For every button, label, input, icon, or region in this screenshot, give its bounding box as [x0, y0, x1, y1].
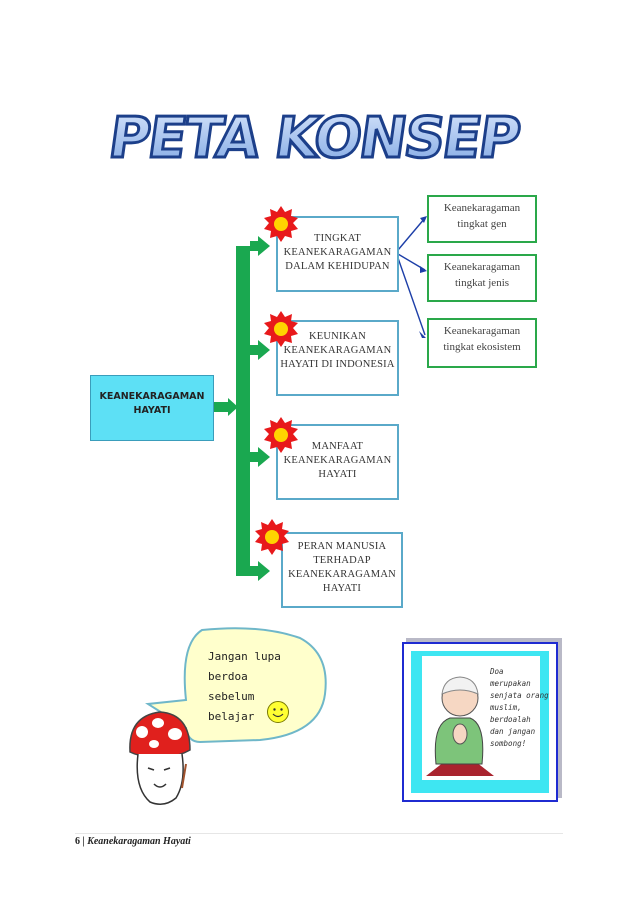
smiley-icon: [267, 701, 289, 723]
mushroom-character-illustration: [129, 711, 191, 805]
level-box-ekosistem: Keanekaragaman tingkat ekosistem: [427, 318, 537, 368]
sun-flower-icon: [264, 417, 298, 453]
footer-separator: |: [82, 836, 85, 847]
page-title-text: PETA KONSEP: [105, 106, 523, 171]
bubble-line: berdoa: [208, 670, 248, 683]
topic-box-peran: PERAN MANUSIA TERHADAP KEANEKARAGAMAN HA…: [281, 532, 403, 608]
bubble-line: Jangan lupa: [208, 650, 281, 663]
root-concept-label: KEANEKARAGAMAN HAYATI: [99, 391, 205, 416]
poster-line: dan jangan: [490, 727, 536, 736]
sun-flower-icon: [264, 206, 298, 242]
level-label: Keanekaragaman tingkat gen: [443, 202, 521, 230]
sun-flower-icon: [255, 519, 289, 555]
level-label: Keanekaragaman tingkat ekosistem: [443, 325, 521, 353]
topic-box-tingkat: TINGKAT KEANEKARAGAMAN DALAM KEHIDUPAN: [276, 216, 399, 292]
footer-text: Keanekaragaman Hayati: [87, 836, 191, 847]
topic-box-manfaat: MANFAAT KEANEKARAGAMAN HAYATI: [276, 424, 399, 500]
poster-line: merupakan: [490, 679, 531, 688]
poster-text: Doa merupakan senjata orang muslim, berd…: [490, 666, 549, 750]
poster-line: berdoalah: [490, 715, 531, 724]
poster-line: senjata orang: [490, 691, 549, 700]
level-box-jenis: Keanekaragaman tingkat jenis: [427, 254, 537, 302]
page-footer: 6 | Keanekaragaman Hayati: [75, 836, 191, 847]
poster-line: sombong!: [490, 739, 527, 748]
footer-divider: [75, 833, 563, 834]
topic-label: KEUNIKAN KEANEKARAGAMAN HAYATI DI INDONE…: [280, 331, 395, 370]
sun-flower-icon: [264, 311, 298, 347]
prayer-poster: Doa merupakan senjata orang muslim, berd…: [402, 642, 558, 802]
topic-label: TINGKAT KEANEKARAGAMAN DALAM KEHIDUPAN: [283, 233, 392, 272]
poster-line: muslim,: [490, 703, 522, 712]
level-label: Keanekaragaman tingkat jenis: [443, 261, 521, 289]
topic-label: PERAN MANUSIA TERHADAP KEANEKARAGAMAN HA…: [288, 541, 396, 594]
praying-child-illustration: [426, 676, 494, 776]
bubble-line: sebelum: [208, 690, 255, 703]
root-concept-box: KEANEKARAGAMAN HAYATI: [90, 375, 214, 441]
page-title: PETA KONSEP: [103, 105, 524, 173]
poster-line: Doa: [490, 667, 504, 676]
level-box-gen: Keanekaragaman tingkat gen: [427, 195, 537, 243]
bubble-text: Jangan lupa berdoa sebelum belajar: [208, 647, 281, 727]
page-number: 6: [75, 836, 80, 847]
bubble-line: belajar: [208, 710, 255, 723]
topic-label: MANFAAT KEANEKARAGAMAN HAYATI: [283, 441, 392, 480]
